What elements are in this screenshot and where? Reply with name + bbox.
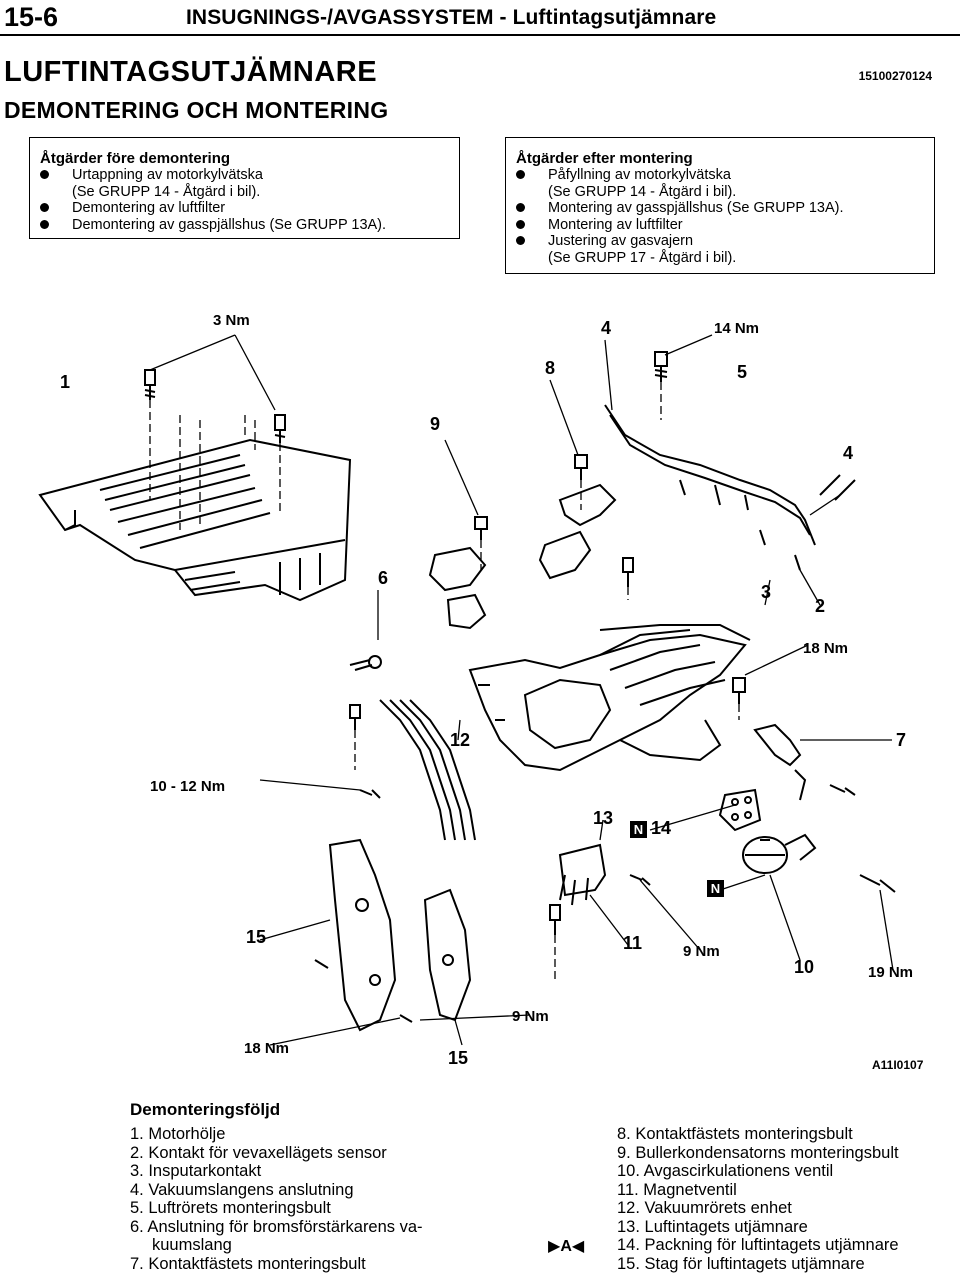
list-item: 6. Anslutning för bromsförstärkarens va-: [130, 1217, 423, 1236]
new-part-icon: N: [630, 821, 647, 838]
sequence-heading: Demonteringsföljd: [130, 1100, 281, 1119]
list-item: 7. Kontaktfästets monteringsbult: [130, 1254, 366, 1273]
bullet-icon: [40, 219, 49, 229]
new-part-icon: N: [707, 880, 724, 897]
bolt-drawings: [144, 351, 896, 1023]
callout-1: 1: [60, 372, 71, 392]
bullet-icon: [40, 203, 49, 213]
vacuum-tube-assembly: [379, 699, 476, 841]
list-item: 2. Kontakt för vevaxellägets sensor: [130, 1143, 387, 1162]
pre-removal-box: Åtgärder före demontering Urtappning av …: [29, 137, 460, 239]
callout-2: 2: [815, 596, 826, 616]
list-item: 5. Luftrörets monteringsbult: [130, 1199, 331, 1217]
figure-code: A11I0107: [872, 1058, 924, 1072]
sequence-list-right: 8. Kontaktfästets monteringsbult 9. Bull…: [617, 1125, 899, 1273]
intake-plenum-drawing: [38, 334, 896, 1046]
callout-4: 4: [601, 318, 612, 338]
list-item: Urtappning av motorkylvätska(Se GRUPP 14…: [40, 167, 449, 200]
callout-10: 10: [794, 957, 815, 977]
list-item: 11. Magnetventil: [617, 1180, 737, 1199]
callout-13: 13: [593, 808, 614, 828]
sequence-list-left: 1. Motorhölje 2. Kontakt för vevaxelläge…: [130, 1125, 423, 1273]
callout-6: 6: [378, 568, 389, 588]
list-item: 14. Packning för luftintagets utjämnare: [617, 1236, 899, 1254]
list-item: 15. Stag för luftintagets utjämnare: [617, 1254, 865, 1273]
document-code: 15100270124: [858, 69, 932, 83]
bullet-icon: [516, 219, 525, 229]
header-rule: [0, 34, 960, 36]
wiring-harness-drawing: [604, 404, 856, 571]
callout-4b: 4: [843, 443, 854, 463]
pre-removal-heading: Åtgärder före demontering: [40, 150, 231, 167]
callout-3: 3: [761, 582, 772, 602]
list-item: Demontering av luftfilter: [40, 200, 449, 217]
list-item: Justering av gasvajern(Se GRUPP 17 - Åtg…: [516, 233, 924, 266]
page-title: LUFTINTAGSUTJÄMNARE: [4, 56, 378, 88]
list-item: 4. Vakuumslangens anslutning: [130, 1180, 354, 1199]
list-item: 12. Vakuumrörets enhet: [617, 1199, 792, 1217]
bullet-icon: [516, 236, 525, 246]
bracket-drawing: [428, 483, 617, 630]
callout-15: 15: [246, 927, 267, 947]
torque-label: 9 Nm: [512, 1008, 549, 1025]
callout-7: 7: [896, 730, 907, 750]
callout-8: 8: [545, 358, 556, 378]
torque-label: 9 Nm: [683, 943, 720, 960]
bullet-icon: [40, 170, 49, 179]
callout-5: 5: [737, 362, 748, 382]
callout-14: 14: [651, 818, 672, 838]
list-item: Demontering av gasspjällshus (Se GRUPP 1…: [40, 217, 449, 234]
page-subtitle: DEMONTERING OCH MONTERING: [4, 97, 389, 123]
callout-9: 9: [430, 414, 441, 434]
list-item: Påfyllning av motorkylvätska(Se GRUPP 14…: [516, 167, 924, 200]
bracket-7-drawing: [753, 723, 807, 801]
clip-6-drawing: [349, 655, 382, 671]
list-item: kuumslang: [152, 1236, 232, 1254]
page-number: 15-6: [4, 2, 59, 32]
list-item: Montering av luftfilter: [516, 217, 924, 234]
list-item: 8. Kontaktfästets monteringsbult: [617, 1125, 853, 1143]
torque-label: 18 Nm: [244, 1040, 290, 1057]
triangle-left-icon: ◀: [571, 1238, 585, 1255]
triangle-right-icon: ▶: [548, 1238, 561, 1255]
bullet-icon: [516, 170, 525, 179]
list-item: Montering av gasspjällshus (Se GRUPP 13A…: [516, 200, 924, 217]
callout-11: 11: [623, 933, 643, 953]
list-item: 13. Luftintagets utjämnare: [617, 1217, 808, 1236]
list-item: 10. Avgascirkulationens ventil: [617, 1162, 834, 1180]
torque-label: 3 Nm: [213, 312, 250, 329]
post-install-box: Åtgärder efter montering Påfyllning av m…: [505, 137, 935, 274]
list-item: 9. Bullerkondensatorns monteringsbult: [617, 1143, 899, 1162]
exploded-diagram: 3 Nm 4 14 Nm 1 8 5 9 4 6 3 2 18 Nm 12 7 …: [0, 300, 960, 1090]
post-install-heading: Åtgärder efter montering: [516, 150, 693, 167]
post-install-list: Påfyllning av motorkylvätska(Se GRUPP 14…: [516, 167, 924, 267]
callout-12: 12: [450, 730, 471, 750]
solenoid-valve-drawing: [558, 843, 607, 906]
pre-removal-list: Urtappning av motorkylvätska(Se GRUPP 14…: [40, 167, 449, 233]
torque-label: 14 Nm: [714, 320, 760, 337]
step-marker: ▶A◀: [548, 1238, 585, 1255]
gasket-drawing: [718, 788, 762, 832]
callout-15b: 15: [448, 1048, 469, 1068]
centerline-drawings: [149, 382, 740, 980]
torque-label: 19 Nm: [868, 964, 914, 981]
torque-label: 18 Nm: [803, 640, 849, 657]
torque-label: 10 - 12 Nm: [150, 778, 226, 795]
engine-cover-drawing: [38, 438, 352, 602]
list-item: 1. Motorhölje: [130, 1125, 226, 1143]
bullet-icon: [516, 203, 525, 213]
section-title: INSUGNINGS-/AVGASSYSTEM - Luftintagsutjä…: [186, 6, 717, 29]
stay-bracket-drawing: [328, 838, 472, 1032]
egr-valve-drawing: [742, 833, 817, 874]
leader-lines: [149, 334, 894, 1046]
list-item: 3. Insputarkontakt: [130, 1162, 262, 1180]
intake-plenum-body: [468, 624, 751, 772]
